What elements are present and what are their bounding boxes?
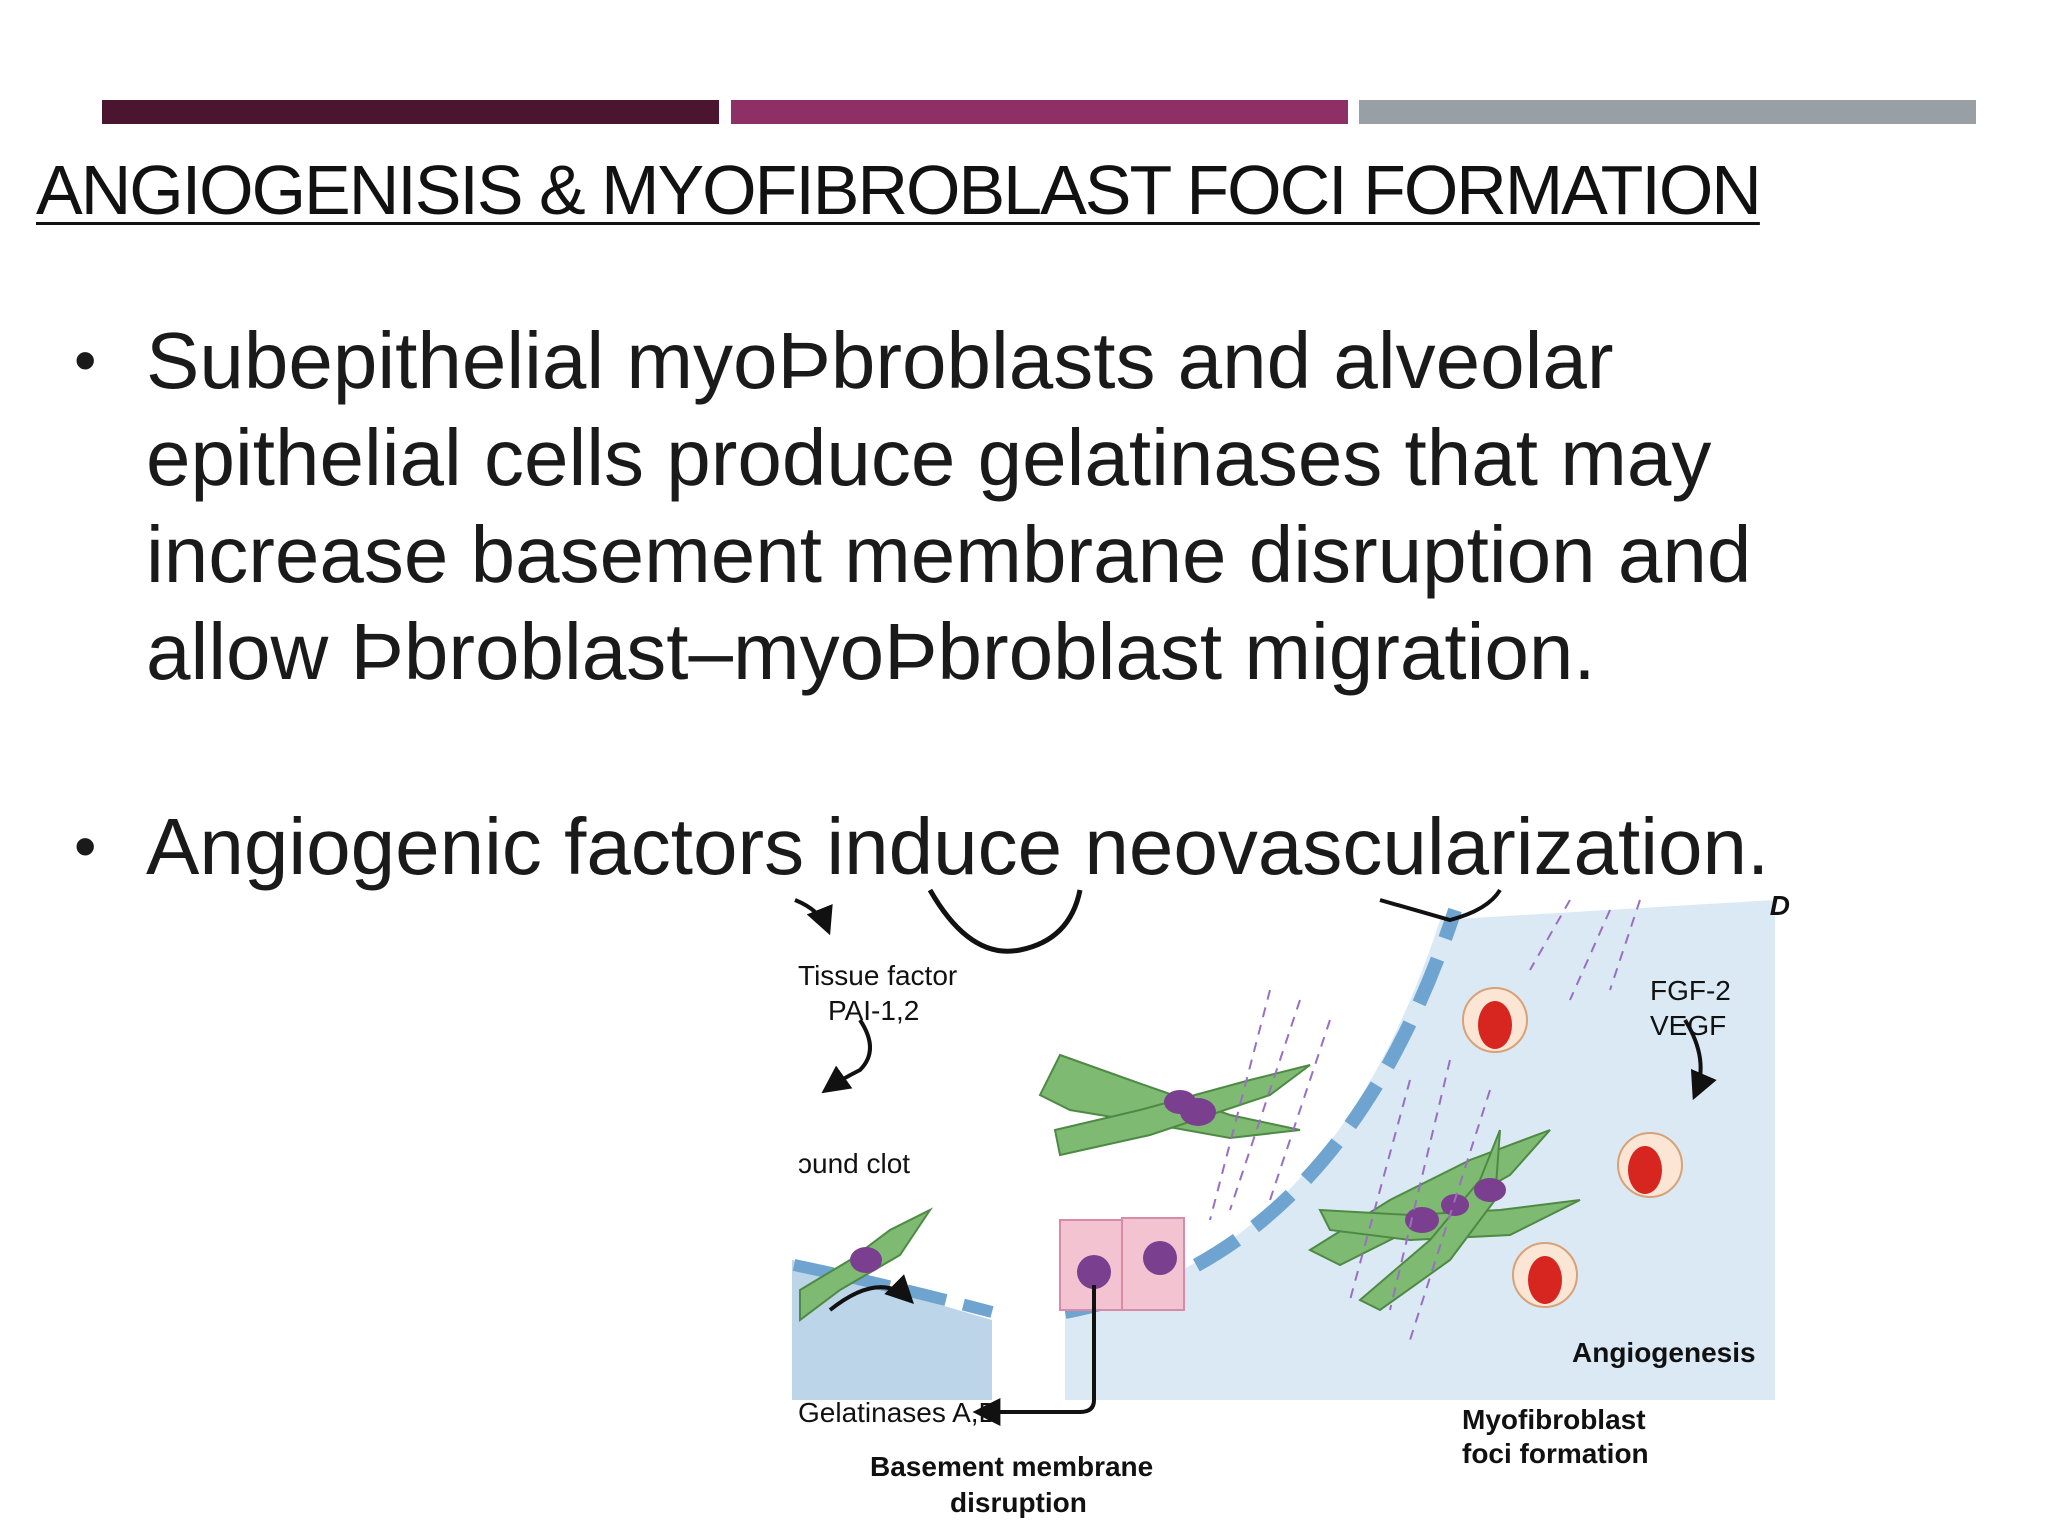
label-gelatinases: Gelatinases A,B — [798, 1397, 997, 1428]
alveolar-space — [1065, 900, 1775, 1400]
label-vegf: VEGF — [1650, 1010, 1726, 1041]
label-myo-line1: Myofibroblast — [1462, 1404, 1646, 1435]
red-cells — [1462, 987, 1683, 1308]
arrow — [828, 1274, 914, 1312]
label-pai: PAI-1,2 — [828, 995, 919, 1026]
label-angiogenesis: Angiogenesis — [1572, 1337, 1756, 1368]
label-tissue-factor: Tissue factor — [798, 960, 957, 991]
label-fgf: FGF-2 — [1650, 975, 1731, 1006]
bullet-marker: • — [74, 324, 97, 396]
left-membrane — [792, 1259, 994, 1318]
arrow — [794, 898, 833, 936]
cell-nuclei — [850, 1090, 1506, 1273]
arrow — [821, 1018, 872, 1094]
vessel-arc-right — [1379, 888, 1502, 923]
bullet-item: • Subepithelial myoÞbroblasts and alveol… — [74, 312, 1834, 700]
arrow — [1683, 1018, 1717, 1101]
accent-bar-dark — [102, 100, 719, 124]
left-tissue — [792, 1260, 992, 1400]
bullet-item: • Angiogenic factors induce neovasculari… — [74, 798, 1834, 895]
bullet-marker: • — [74, 810, 97, 882]
arrow — [972, 1285, 1096, 1426]
label-panel-letter: D — [1770, 890, 1790, 921]
slide-title: ANGIOGENISIS & MYOFIBROBLAST FOCI FORMAT… — [36, 151, 1762, 229]
accent-bar-magenta — [731, 100, 1348, 124]
epithelial-cells — [1059, 1217, 1185, 1311]
bullet-text: Angiogenic factors induce neovasculariza… — [146, 802, 1770, 891]
accent-bar-gray — [1359, 100, 1976, 124]
label-myo-line2: foci formation — [1462, 1438, 1649, 1469]
matrix-fibers — [1209, 899, 1641, 1341]
fibrosis-diagram: Tissue factor PAI-1,2 ɔund clot Gelatina… — [792, 888, 1790, 1518]
bullet-text: Subepithelial myoÞbroblasts and alveolar… — [146, 316, 1752, 696]
label-wound-clot: ɔund clot — [798, 1148, 910, 1179]
label-basement-line2: disruption — [950, 1487, 1087, 1518]
label-basement-line1: Basement membrane — [870, 1451, 1153, 1482]
vessel-arc — [927, 888, 1083, 954]
